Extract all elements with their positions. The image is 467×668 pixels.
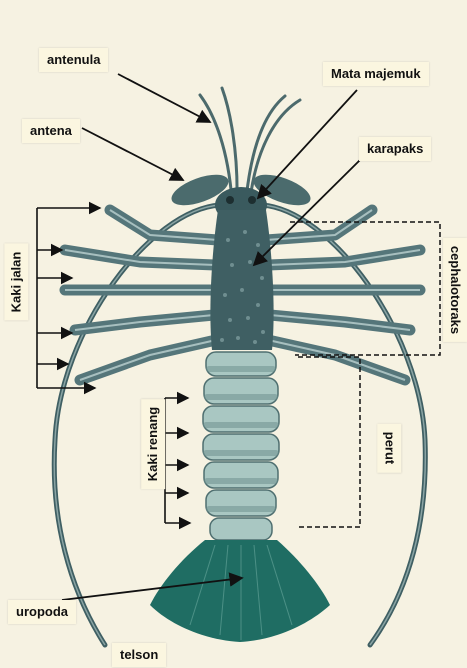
- abdomen-bracket: [296, 357, 360, 527]
- label-antena: antena: [22, 119, 80, 143]
- label-karapaks: karapaks: [359, 137, 431, 161]
- right-eye: [248, 196, 256, 204]
- label-cephalotoraks: cephalotoraks: [443, 238, 467, 342]
- tail-fan: [150, 540, 330, 642]
- label-mata-majemuk: Mata majemuk: [323, 62, 429, 86]
- label-kaki-renang: Kaki renang: [141, 399, 165, 489]
- walking-legs-left: [65, 210, 218, 380]
- left-eye: [226, 196, 234, 204]
- swimming-legs-bracket: [165, 398, 190, 523]
- label-antenula: antenula: [39, 48, 108, 72]
- label-telson: telson: [112, 643, 166, 667]
- label-kaki-jalan: Kaki jalan: [4, 244, 28, 321]
- label-perut: perut: [377, 424, 401, 473]
- walking-legs-bracket: [37, 208, 100, 388]
- label-uropoda: uropoda: [8, 600, 76, 624]
- carapace: [210, 210, 273, 350]
